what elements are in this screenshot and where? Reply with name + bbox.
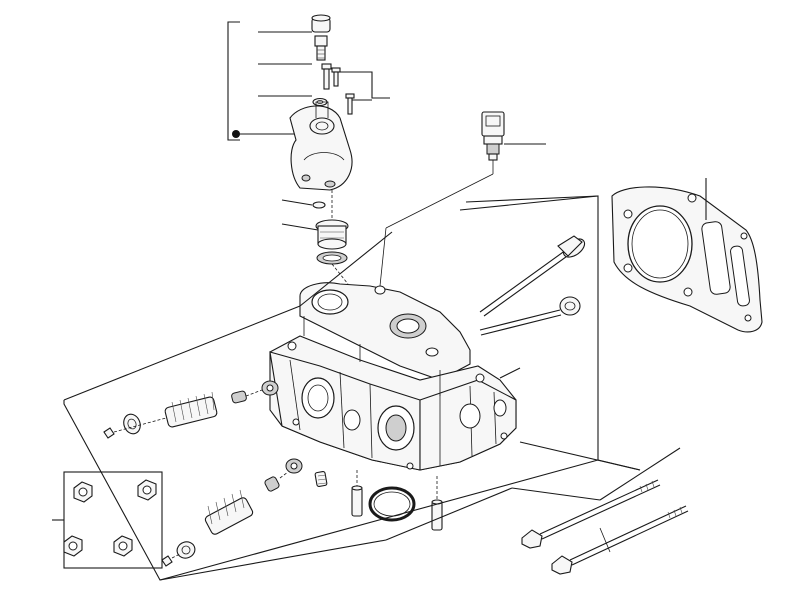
exhaust-valve-icon <box>479 296 581 336</box>
valve-stem-seal-icon <box>231 390 247 404</box>
assembly-frame-lines <box>63 195 681 581</box>
dowel-pin-icon <box>351 485 443 531</box>
housing-bolt-icon <box>321 63 355 115</box>
o-ring-icon <box>368 486 416 522</box>
thermostat-housing-icon <box>289 101 353 191</box>
valve-guide-lower-washer-icon <box>285 458 303 474</box>
valve-spring-upper-icon <box>164 391 218 428</box>
bleed-screw-icon <box>314 35 328 61</box>
thermostat-icon <box>315 219 349 250</box>
valve-spring-lower-icon <box>204 489 254 535</box>
valve-stem-seal-lower-icon <box>264 476 280 492</box>
spring-retainer-icon <box>123 413 141 435</box>
valve-keeper-lower-icon <box>161 555 173 567</box>
head-gasket-icon <box>611 178 763 333</box>
callout-dot-icon <box>232 130 240 138</box>
valve-guide-washer-icon <box>261 380 279 396</box>
thermostat-seal-icon <box>316 251 348 265</box>
flange-nuts-box <box>52 471 163 569</box>
spring-retainer-lower-icon <box>176 541 196 559</box>
cap-plug-icon <box>311 14 331 33</box>
head-bolt-icon <box>521 479 689 575</box>
flange-nut-icon <box>63 479 157 557</box>
valve-keeper-icon <box>103 427 115 439</box>
intake-valve-icon <box>479 235 586 317</box>
small-o-ring-icon <box>312 201 326 209</box>
callout-bracket <box>227 21 390 141</box>
guide-sleeve-icon <box>314 471 328 487</box>
cylinder-head-icon <box>269 282 517 471</box>
temperature-sensor-icon <box>481 111 546 161</box>
